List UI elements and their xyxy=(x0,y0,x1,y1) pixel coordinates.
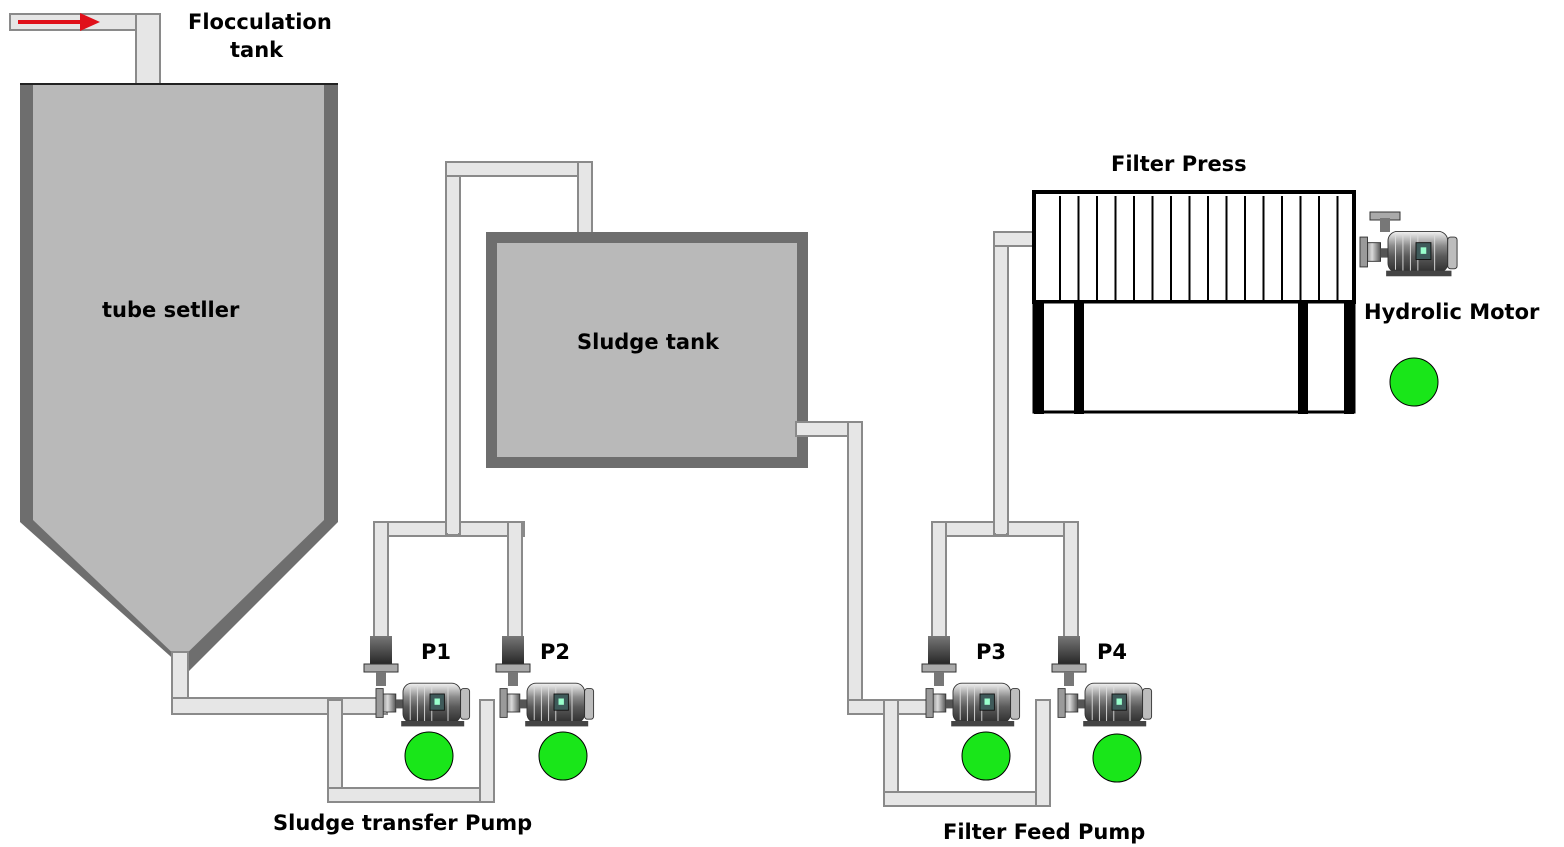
filter-feed-pump-label: Filter Feed Pump xyxy=(943,820,1146,844)
valve-p3[interactable] xyxy=(921,636,957,686)
pump-label-p3: P3 xyxy=(976,640,1007,664)
valve-p2[interactable] xyxy=(495,636,531,686)
valve-p4[interactable] xyxy=(1051,636,1087,686)
flocculation-tank-label-line1: Flocculation xyxy=(188,10,332,34)
tube-settler-label: tube setller xyxy=(102,298,240,322)
sludge-transfer-pump-label: Sludge transfer Pump xyxy=(273,811,533,835)
hydrolic-motor-unit[interactable] xyxy=(1359,230,1458,277)
filter-press-label: Filter Press xyxy=(1111,152,1247,176)
status-indicator-p3 xyxy=(961,731,1011,781)
hydrolic-motor-label: Hydrolic Motor xyxy=(1364,300,1540,324)
sludge-tank-outlet-pipe xyxy=(795,421,929,715)
filter-press-unit xyxy=(1032,190,1356,414)
status-indicator-p4 xyxy=(1092,733,1142,783)
flocculation-tank-label-line2: tank xyxy=(230,38,284,62)
pump-label-p2: P2 xyxy=(540,640,571,664)
status-indicator-hydrolic-motor xyxy=(1389,357,1439,407)
inlet-pipe xyxy=(9,13,161,87)
hydrolic-motor-valve[interactable] xyxy=(1369,211,1401,232)
pump-p1[interactable] xyxy=(375,682,471,727)
pump-p4[interactable] xyxy=(1057,682,1153,727)
sludge-transfer-discharge-pipe xyxy=(373,161,593,641)
flow-arrow-icon xyxy=(18,13,100,31)
status-indicator-p1 xyxy=(404,731,454,781)
pump-label-p4: P4 xyxy=(1097,640,1128,664)
sludge-tank-vessel xyxy=(486,232,808,468)
pump-p2[interactable] xyxy=(499,682,595,727)
tube-settler-vessel xyxy=(20,83,338,672)
settler-outlet-pipe xyxy=(171,651,388,715)
status-indicator-p2 xyxy=(538,731,588,781)
sludge-tank-label: Sludge tank xyxy=(577,330,720,354)
sludge-transfer-bypass-pipe xyxy=(327,699,495,803)
valve-p1[interactable] xyxy=(363,636,399,686)
pump-label-p1: P1 xyxy=(421,640,452,664)
pump-p3[interactable] xyxy=(925,682,1021,727)
filter-feed-bypass-pipe xyxy=(883,699,1051,807)
